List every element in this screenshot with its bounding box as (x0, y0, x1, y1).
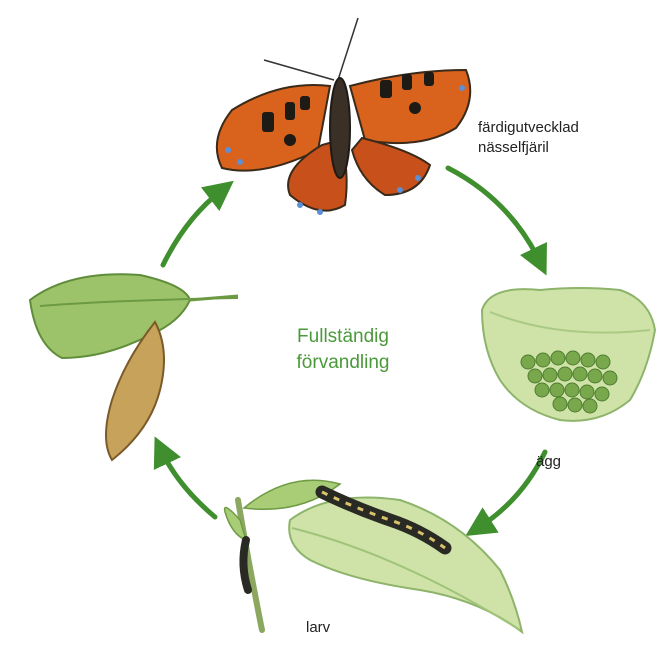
cycle-arrows (153, 165, 548, 537)
chrysalis-icon (28, 273, 239, 462)
larva-label: larv (306, 619, 331, 636)
center-title: Fullständig förvandling (268, 324, 418, 376)
adult-label-line1: färdigutvecklad (478, 119, 579, 136)
egg-leaf-icon (480, 287, 657, 422)
adult-label: färdigutvecklad nässelfjäril (478, 118, 579, 158)
arrow-eggs-to-larva-icon (465, 449, 548, 537)
butterfly-icon (215, 17, 472, 215)
arrow-larva-to-pupa-icon (153, 436, 218, 520)
center-title-line2: förvandling (296, 352, 390, 373)
arrow-adult-to-eggs-icon (445, 165, 547, 276)
adult-label-line2: nässelfjäril (478, 139, 549, 156)
caterpillar-icon (223, 479, 524, 635)
arrow-pupa-to-adult-icon (160, 180, 234, 268)
eggs-label: ägg (536, 453, 562, 470)
center-title-line1: Fullständig (297, 326, 389, 347)
